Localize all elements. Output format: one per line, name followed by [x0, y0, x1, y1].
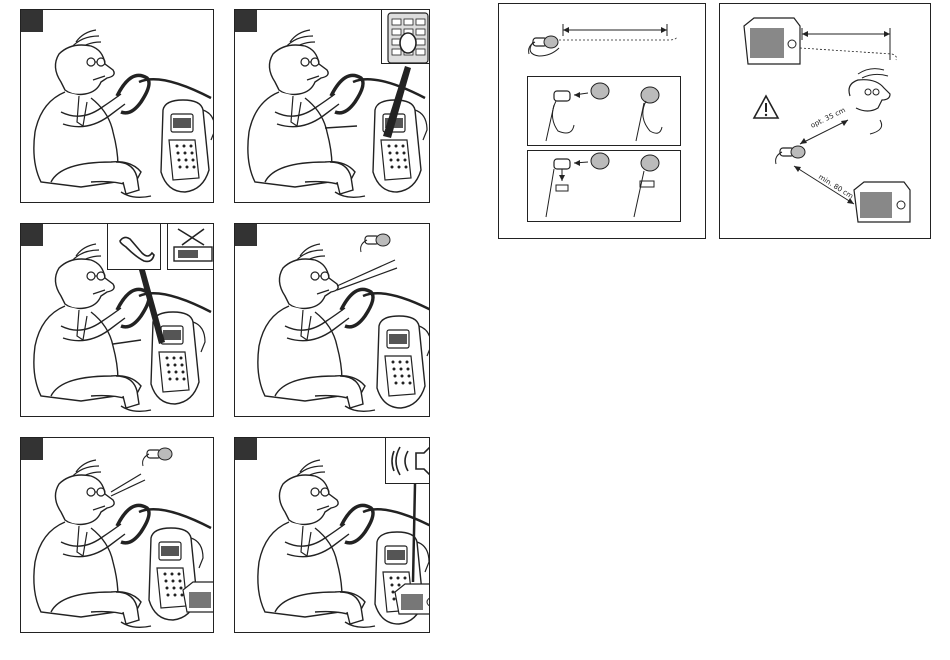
no-radio-inset [167, 223, 214, 270]
step-3-panel [20, 223, 214, 417]
speaker-box-icon [395, 584, 430, 614]
speaker-inset [385, 437, 430, 484]
microphone-icon [361, 234, 390, 252]
microphone-icon [776, 146, 805, 164]
driver-illustration [21, 10, 214, 203]
driver-head [849, 80, 890, 111]
speaker-box-icon [744, 18, 800, 64]
speaker-box-icon [183, 582, 214, 612]
keypad-inset [381, 9, 430, 64]
no-radio-icon [168, 223, 214, 271]
handset-inset [107, 223, 161, 270]
driver-illustration [235, 224, 430, 417]
speaker-icon [386, 437, 430, 485]
step-2-panel [234, 9, 430, 203]
distance-label-min: min. 80 cm [817, 173, 855, 201]
mic-placement-diagram: opt. 35 cm min. 80 cm [720, 4, 931, 239]
driver-illustration [21, 438, 214, 633]
speaker-box-icon [854, 182, 910, 222]
mic-adhesive-inset [527, 150, 681, 222]
mic-mounting-panel [498, 3, 706, 239]
distance-label-opt: opt. 35 cm [809, 106, 847, 130]
microphone-icon [143, 448, 172, 466]
mic-clip-icon [528, 77, 682, 147]
mic-placement-panel: opt. 35 cm min. 80 cm [719, 3, 931, 239]
mic-adhesive-icon [528, 151, 682, 223]
step-1-panel [20, 9, 214, 203]
step-5-panel [20, 437, 214, 633]
handset-icon [108, 223, 162, 271]
keypad-icon [382, 9, 430, 65]
speech-lines [337, 260, 397, 290]
mic-clip-inset [527, 76, 681, 146]
speech-lines [111, 474, 145, 496]
step-4-panel [234, 223, 430, 417]
step-6-panel [234, 437, 430, 633]
